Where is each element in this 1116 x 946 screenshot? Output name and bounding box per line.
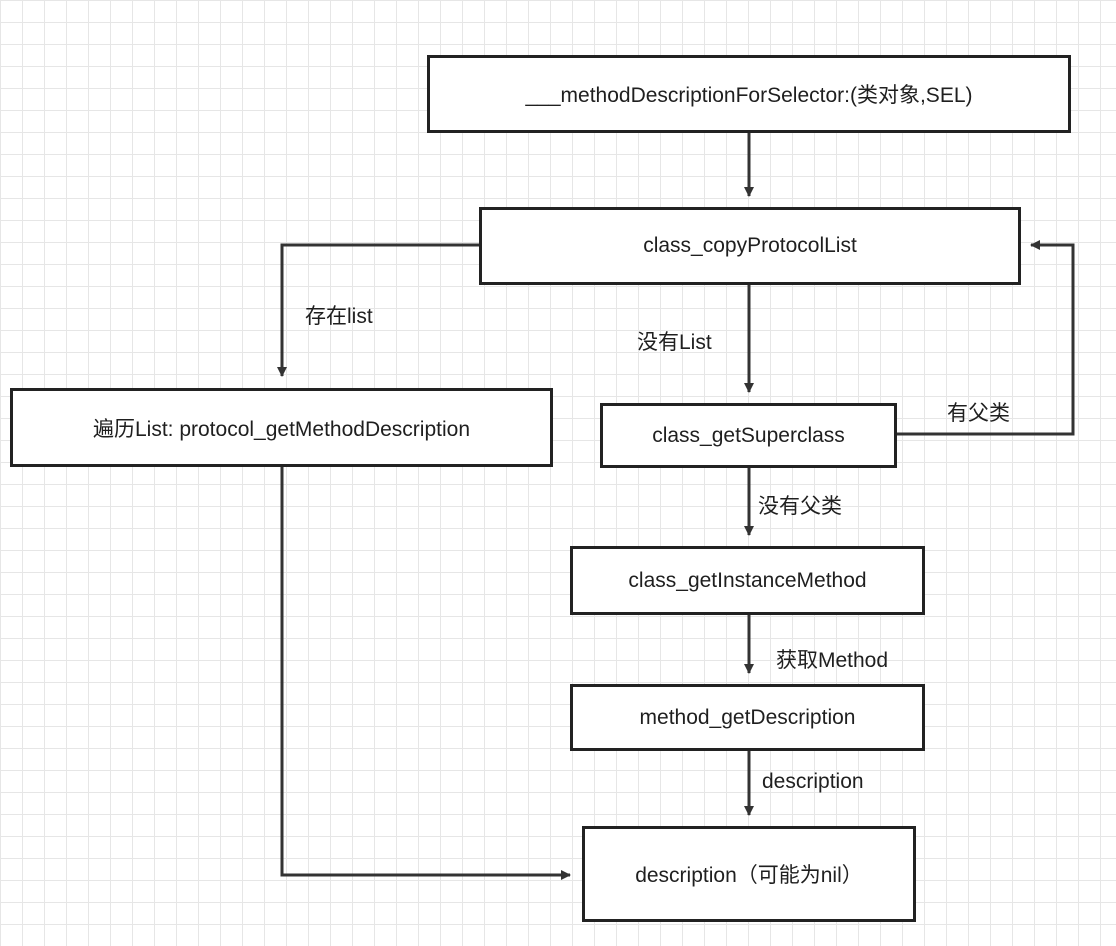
start-node: ___methodDescriptionForSelector:(类对象,SEL… <box>427 55 1071 133</box>
arrow-traverse-to-result <box>280 466 571 880</box>
result-node: description（可能为nil） <box>582 826 916 922</box>
copy-protocol-list-node: class_copyProtocolList <box>479 207 1021 285</box>
arrow-superclass-loop-to-copy <box>896 240 1075 436</box>
edge-label-has-superclass: 有父类 <box>947 402 1010 425</box>
edge-label-no-list: 没有List <box>637 331 712 354</box>
get-instance-method-node: class_getInstanceMethod <box>570 546 925 615</box>
arrow-copy-to-traverse <box>277 243 480 377</box>
method-get-description-node: method_getDescription <box>570 684 925 751</box>
edge-label-no-superclass: 没有父类 <box>758 495 842 518</box>
edge-label-get-method: 获取Method <box>776 649 889 672</box>
get-superclass-node: class_getSuperclass <box>600 403 897 468</box>
edge-label-has-list: 存在list <box>305 305 373 328</box>
edge-label-description: description <box>762 770 864 793</box>
traverse-list-node: 遍历List: protocol_getMethodDescription <box>10 388 553 467</box>
